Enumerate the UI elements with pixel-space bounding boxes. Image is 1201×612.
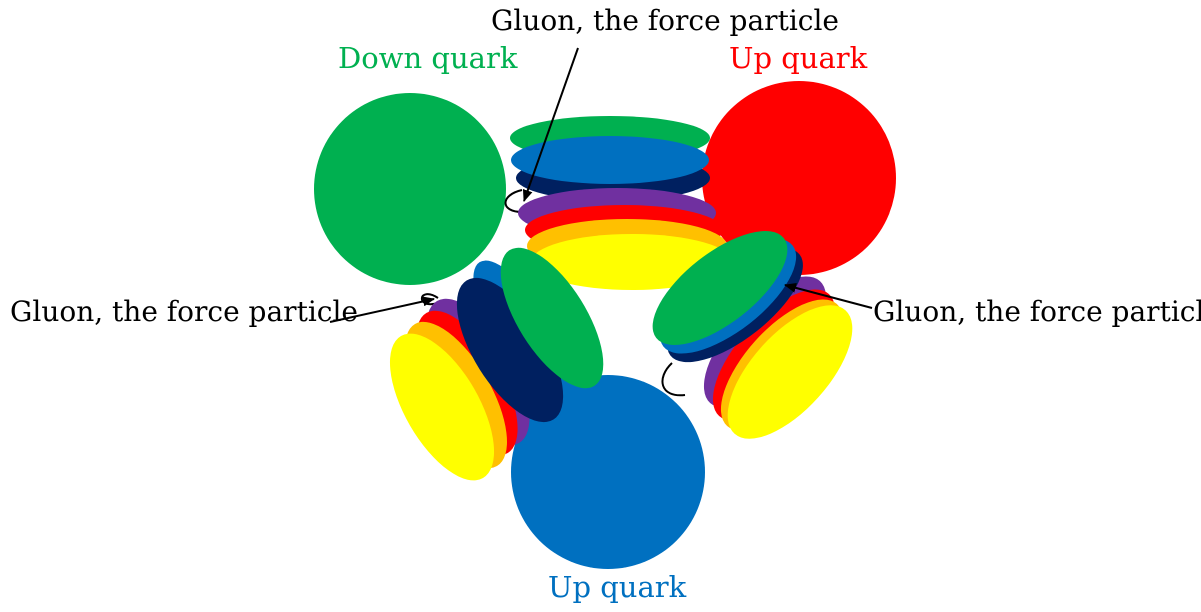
up-quark-blue-label: Up quark <box>548 570 687 604</box>
gluon-label-top: Gluon, the force particle <box>491 4 839 37</box>
down-quark <box>314 93 506 285</box>
arrow-left <box>329 296 435 323</box>
up-quark-blue <box>511 375 705 569</box>
gluon-label-right: Gluon, the force particle <box>873 295 1201 328</box>
gluon-label-left: Gluon, the force particle <box>10 295 358 328</box>
arrow-top <box>522 47 579 202</box>
down-quark-label: Down quark <box>338 41 518 75</box>
gluon-left <box>389 247 604 481</box>
gluon-right <box>652 231 853 439</box>
arrow-right <box>784 282 873 309</box>
up-quark-red <box>702 81 896 275</box>
up-quark-red-label: Up quark <box>729 41 868 75</box>
